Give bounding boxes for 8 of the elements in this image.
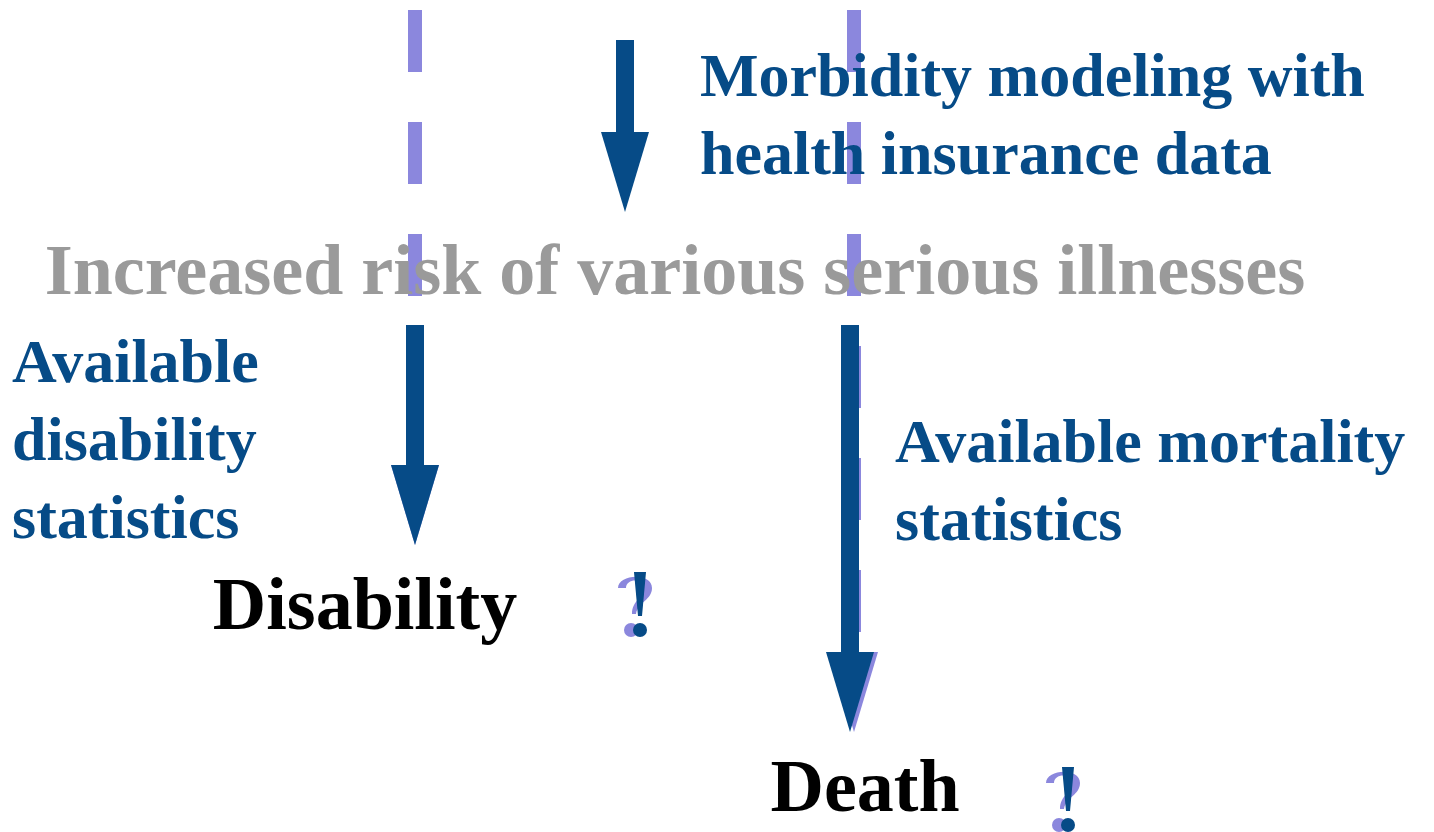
outcome-label: Death <box>770 745 960 827</box>
arrow <box>826 325 874 732</box>
arrow <box>391 325 439 545</box>
edge-label: Available mortality statistics <box>895 406 1407 555</box>
outcome-label: Disability <box>212 563 518 645</box>
edge-label: Available disability statistics <box>12 326 260 553</box>
edge-label: Morbidity modeling with health insurance data <box>700 40 1366 189</box>
arrow <box>601 40 649 212</box>
